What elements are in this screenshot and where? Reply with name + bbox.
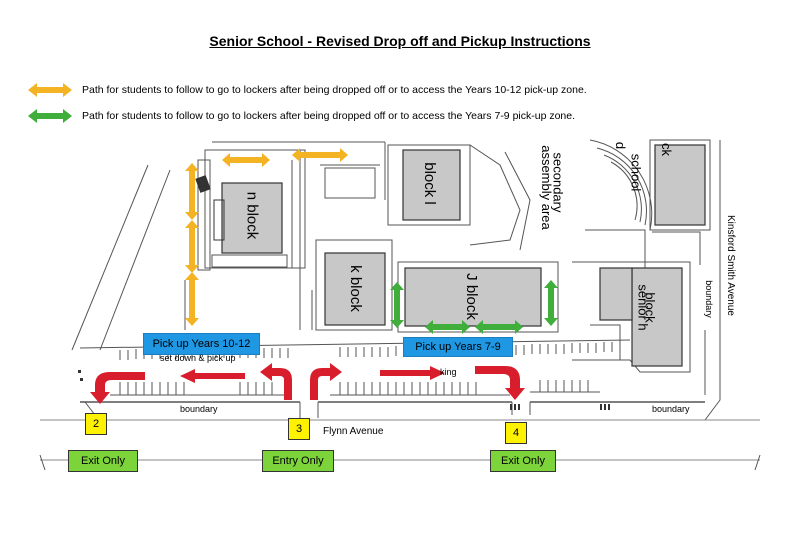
n-block-verandah <box>211 254 288 268</box>
gate-3-entry-only-sign: Entry Only <box>262 450 334 472</box>
k-block-label: k block <box>346 265 364 312</box>
gate-2-exit-only-sign: Exit Only <box>68 450 138 472</box>
green-arrow-left <box>390 282 404 328</box>
assembly-label-line-2: assembly area <box>538 145 554 230</box>
red-arrow-exit-gate-2 <box>90 372 145 404</box>
n-block-walkway <box>197 159 211 271</box>
legend-item-green: Path for students to follow to go to loc… <box>28 108 575 124</box>
boundary-label-vertical: boundary <box>703 280 714 318</box>
red-arrow-entry-right <box>310 363 342 400</box>
gate-2-marker: 2 <box>85 413 107 435</box>
red-arrow-entry-left <box>260 363 292 400</box>
d-building-label: d <box>613 141 629 150</box>
pickup-zone-years-10-12: Pick up Years 10-12 <box>143 333 260 355</box>
red-arrow-exit-gate-4 <box>475 366 525 400</box>
j-block-building <box>404 267 542 327</box>
orange-arrow-top-1 <box>222 153 270 167</box>
set-down-label: set down & pick up <box>160 353 236 363</box>
gate-3-marker: 3 <box>288 418 310 440</box>
ck-building-label: ck <box>659 143 674 156</box>
n-block-compound <box>204 149 306 269</box>
kinsford-smith-avenue-label: Kinsford Smith Avenue <box>725 215 736 316</box>
gate-4-marker: 4 <box>505 422 527 444</box>
k-block-building <box>324 252 386 326</box>
green-arrow-bottom-1 <box>425 320 470 334</box>
red-arrow-westbound <box>180 369 245 383</box>
orange-arrow-left-2 <box>185 220 199 273</box>
h-block-label-line-2: block <box>642 292 658 323</box>
orange-double-arrow-icon <box>28 83 72 97</box>
orange-arrow-left-3 <box>185 272 199 326</box>
pickup-zone-years-7-9: Pick up Years 7-9 <box>403 337 513 357</box>
legend-text-orange: Path for students to follow to go to loc… <box>82 84 587 96</box>
n-block-building <box>221 182 283 254</box>
block-l-label: block l <box>420 162 438 205</box>
left-inner-line <box>99 169 171 351</box>
green-double-arrow-icon <box>28 109 72 123</box>
h-block-building <box>631 267 683 367</box>
boundary-label-left: boundary <box>180 404 218 414</box>
ck-building <box>654 144 706 226</box>
boundary-label-right: boundary <box>652 404 690 414</box>
parking-label: king <box>440 367 457 377</box>
gate-4-exit-only-sign: Exit Only <box>490 450 556 472</box>
orange-arrow-top-2 <box>292 148 348 162</box>
legend-text-green: Path for students to follow to go to loc… <box>82 110 576 122</box>
red-arrow-eastbound <box>380 366 445 380</box>
right-boundary-line <box>704 140 721 421</box>
orange-arrow-left-1 <box>185 163 199 220</box>
page-title: Senior School - Revised Drop off and Pic… <box>209 33 591 49</box>
block-l-building <box>402 149 461 221</box>
legend-item-orange: Path for students to follow to go to loc… <box>28 82 587 98</box>
school-building-label: school <box>628 153 644 192</box>
green-arrow-right <box>544 280 558 326</box>
left-boundary-line <box>71 164 149 351</box>
n-block-label: n block <box>243 191 261 240</box>
flynn-avenue-label: Flynn Avenue <box>323 426 384 437</box>
j-block-label: J block <box>462 273 480 320</box>
green-arrow-bottom-2 <box>475 320 523 334</box>
